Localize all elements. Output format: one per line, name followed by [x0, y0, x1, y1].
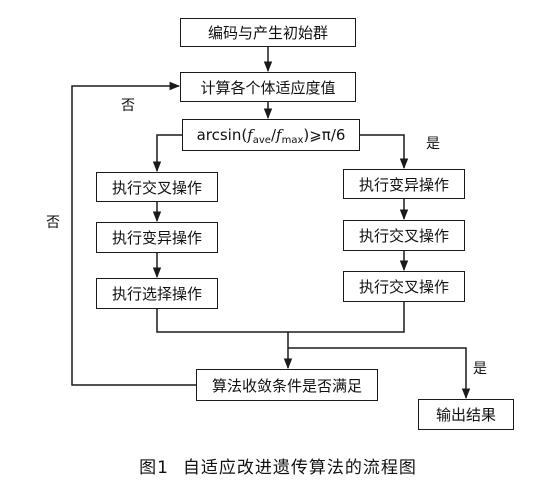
label-no-top: 否 [121, 98, 135, 114]
condition-text: arcsin(fave/fmax)⩾π/6 [196, 126, 346, 146]
right-cross-box-2: 执行交叉操作 [343, 271, 465, 302]
caption-title: 自适应改进遗传算法的流程图 [182, 458, 417, 478]
arrow-condition-to-left-branch [152, 134, 182, 173]
condition-tail: )⩾π/6 [303, 126, 346, 144]
merge-line [156, 302, 405, 333]
init-text: 编码与产生初始群 [207, 24, 328, 42]
converge-box: 算法收敛条件是否满足 [196, 369, 378, 401]
condition-box: arcsin(fave/fmax)⩾π/6 [182, 119, 360, 151]
right-cross-box-1: 执行交叉操作 [343, 220, 465, 251]
condition-fn: arcsin( [196, 126, 248, 144]
label-yes-condition: 是 [426, 136, 440, 152]
label-yes-converge: 是 [473, 361, 487, 377]
right-cross-text-1: 执行交叉操作 [358, 227, 449, 245]
figure-caption: 图1 自适应改进遗传算法的流程图 [0, 453, 556, 478]
output-box: 输出结果 [418, 399, 514, 430]
arrow-condition-to-right-branch [360, 134, 409, 170]
output-text: 输出结果 [435, 406, 496, 424]
fitness-box: 计算各个体适应度值 [180, 72, 356, 102]
left-mutate-box: 执行变异操作 [96, 222, 218, 253]
condition-f-max: f [276, 126, 282, 144]
caption-number: 图1 [139, 458, 169, 478]
fitness-text: 计算各个体适应度值 [200, 78, 336, 97]
left-mutate-text: 执行变异操作 [111, 229, 202, 247]
left-cross-box: 执行交叉操作 [96, 172, 218, 202]
condition-f-ave: f [247, 126, 253, 144]
left-cross-text: 执行交叉操作 [111, 178, 202, 197]
condition-sub-ave: ave [252, 135, 271, 146]
converge-text: 算法收敛条件是否满足 [211, 376, 362, 395]
condition-sub-max: max [281, 135, 304, 146]
left-select-text: 执行选择操作 [111, 285, 202, 303]
right-mutate-box: 执行变异操作 [343, 169, 465, 199]
label-no-left: 否 [46, 215, 60, 231]
left-select-box: 执行选择操作 [96, 278, 218, 309]
condition-slash: / [270, 126, 277, 144]
right-cross-text-2: 执行交叉操作 [358, 278, 449, 296]
arrow-converge-to-output [288, 347, 471, 400]
right-mutate-text: 执行变异操作 [358, 175, 449, 194]
init-box: 编码与产生初始群 [180, 18, 356, 47]
arrow-converge-loop-back [71, 81, 196, 386]
